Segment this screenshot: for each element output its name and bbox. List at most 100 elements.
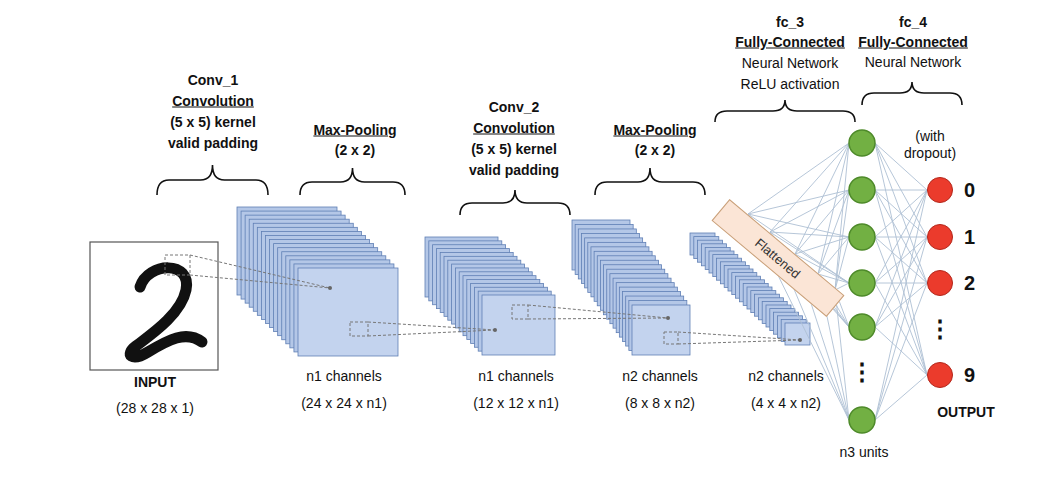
dense-line xyxy=(875,237,927,283)
dense-line xyxy=(875,190,927,375)
annotation: n3 units xyxy=(839,444,888,461)
digit-two xyxy=(130,268,202,357)
brace xyxy=(157,165,268,195)
guide-dot xyxy=(328,286,332,290)
brace xyxy=(300,168,405,195)
annotation: Fully-Connected xyxy=(858,34,968,51)
dense-line xyxy=(875,190,927,191)
hidden-unit xyxy=(849,224,875,250)
annotation: (4 x 4 x n2) xyxy=(751,395,821,412)
annotation: n1 channels xyxy=(306,368,382,385)
annotation: fc_3 xyxy=(776,14,804,31)
guide-line xyxy=(528,305,668,318)
dense-line xyxy=(835,290,849,420)
dense-line xyxy=(748,143,849,214)
feature-slice xyxy=(298,268,398,356)
hidden-unit xyxy=(849,314,875,340)
class-label: 1 xyxy=(964,226,975,249)
guide-dot xyxy=(493,328,497,332)
dense-line xyxy=(875,190,927,420)
annotation: OUTPUT xyxy=(937,404,995,421)
guide-dot xyxy=(798,338,802,342)
class-label: 9 xyxy=(964,364,975,387)
input-image xyxy=(90,242,218,370)
dense-line xyxy=(875,237,927,283)
annotation: Convolution xyxy=(172,93,254,110)
annotation: ReLU activation xyxy=(741,76,840,93)
braces xyxy=(157,82,962,215)
dense-line xyxy=(875,237,927,420)
kernel-window xyxy=(512,305,528,319)
guide-line xyxy=(368,330,495,336)
annotation: Max-Pooling xyxy=(313,122,396,139)
dense-line xyxy=(835,237,849,290)
brace xyxy=(862,82,962,105)
annotation: (24 x 24 x n1) xyxy=(301,395,387,412)
annotation: (with dropout) xyxy=(899,128,961,162)
dense-line xyxy=(835,190,849,290)
kernel-window xyxy=(165,255,190,275)
hidden-units xyxy=(849,130,875,433)
dense-line xyxy=(875,375,927,420)
dense-line xyxy=(795,190,849,254)
brace xyxy=(715,100,855,122)
dense-line xyxy=(748,214,849,283)
annotation: Conv_1 xyxy=(188,72,239,89)
class-label: 0 xyxy=(964,179,975,202)
dense-line xyxy=(875,283,927,420)
kernel-window xyxy=(350,322,368,336)
band-label: Flattened xyxy=(752,235,803,281)
annotation: ⋮ xyxy=(928,317,952,341)
dense-connections xyxy=(748,143,927,420)
guide-line xyxy=(368,322,495,330)
annotation: valid padding xyxy=(168,135,258,152)
annotation: Neural Network xyxy=(865,54,961,71)
dense-line xyxy=(875,143,927,283)
output-unit: 9 xyxy=(927,362,953,388)
annotation: (5 x 5) kernel xyxy=(471,141,557,158)
dense-line xyxy=(770,143,849,232)
annotation: Neural Network xyxy=(742,55,838,72)
kernel-window xyxy=(664,332,678,344)
class-label: 2 xyxy=(964,272,975,295)
annotation: (8 x 8 x n2) xyxy=(625,395,695,412)
annotation: n2 channels xyxy=(622,368,698,385)
guide-line xyxy=(190,275,330,288)
annotation: Convolution xyxy=(473,120,555,137)
output-unit: 1 xyxy=(927,224,953,250)
annotation: Conv_2 xyxy=(489,99,540,116)
hidden-unit xyxy=(849,130,875,156)
guide-line xyxy=(678,332,800,340)
annotation: ⋮ xyxy=(850,360,874,384)
dense-line xyxy=(818,190,849,274)
brace xyxy=(460,190,570,215)
feature-slice xyxy=(482,295,555,355)
annotation: valid padding xyxy=(469,162,559,179)
annotation: n2 channels xyxy=(748,368,824,385)
guide-dot xyxy=(666,316,670,320)
dense-line xyxy=(748,190,849,214)
dense-line xyxy=(875,190,927,283)
annotation: (12 x 12 x n1) xyxy=(473,395,559,412)
guide-line xyxy=(678,340,800,344)
dense-line xyxy=(835,143,849,290)
annotation: Max-Pooling xyxy=(613,122,696,139)
annotation: Fully-Connected xyxy=(735,34,845,51)
receptive-field-lines xyxy=(165,255,802,344)
feature-slice xyxy=(785,323,810,345)
dense-line xyxy=(875,190,927,237)
annotation: INPUT xyxy=(134,374,176,391)
output-unit: 2 xyxy=(927,270,953,296)
feature-slice xyxy=(632,305,690,355)
dense-line xyxy=(875,143,927,375)
annotation: (2 x 2) xyxy=(635,142,675,159)
annotation: fc_4 xyxy=(899,14,927,31)
annotation: (28 x 28 x 1) xyxy=(116,400,194,417)
guide-line xyxy=(190,255,330,288)
annotation: (5 x 5) kernel xyxy=(170,114,256,131)
annotation: (2 x 2) xyxy=(335,142,375,159)
dense-line xyxy=(875,190,927,283)
annotation: n1 channels xyxy=(478,368,554,385)
brace xyxy=(595,168,705,195)
